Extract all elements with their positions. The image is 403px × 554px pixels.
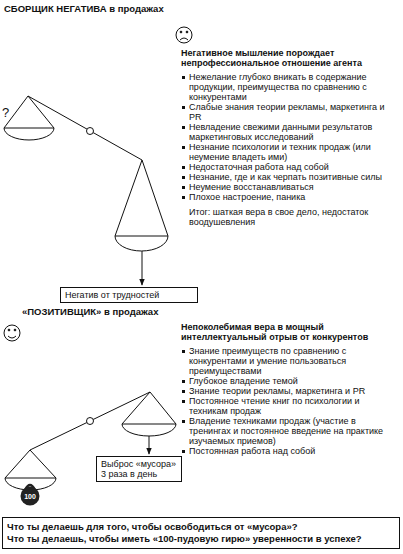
node-text: Негатив от трудностей xyxy=(65,290,193,300)
smiley-face xyxy=(4,325,20,341)
bullet-item: Владение техниками продаж (участие в тре… xyxy=(181,416,397,446)
bullet-item: Недостаточная работа над собой xyxy=(181,162,397,172)
summary-note: Итог: шаткая вера в свое дело, недостато… xyxy=(181,207,397,227)
bullet-item: Плохое настроение, паника xyxy=(181,192,397,202)
bullet-item: Неумение восстанавливаться xyxy=(181,182,397,192)
weight-number: 100 xyxy=(19,493,41,501)
bullet-item: Невладение свежими данными результатов м… xyxy=(181,122,397,142)
section-title: «ПОЗИТИВЩИК» в продажах xyxy=(22,306,158,317)
question-mark: ? xyxy=(2,106,9,120)
bullet-item: Нежелание глубоко вникать в содержание п… xyxy=(181,72,397,102)
text-column: Негативное мышление порождает непрофесси… xyxy=(181,48,397,227)
bullet-item: Постоянное чтение книг по психологии и т… xyxy=(181,396,397,416)
bullet-item: Знание теории рекламы, маркетинга и PR xyxy=(181,386,397,396)
bullet-item: Незнание психологии и техник продаж (или… xyxy=(181,142,397,162)
bullet-item: Знание преимуществ по сравнению с конкур… xyxy=(181,346,397,376)
bullet-item: Слабые знания теории рекламы, маркетинга… xyxy=(181,102,397,122)
bullet-item: Незнание, где и как черпать позитивные с… xyxy=(181,172,397,182)
node-text: Что ты делаешь для того, чтобы освободит… xyxy=(7,521,395,533)
sad-face xyxy=(176,27,192,43)
section-title: СБОРЩИК НЕГАТИВА в продажах xyxy=(4,3,164,14)
bullet-item: Глубокое владение темой xyxy=(181,376,397,386)
result-box: Негатив от трудностей xyxy=(60,287,198,303)
balance-scale xyxy=(5,392,176,490)
bullet-item: Постоянная работа над собой xyxy=(181,446,397,456)
column-heading: Негативное мышление порождает непрофесси… xyxy=(181,48,397,68)
column-heading: Непоколебимая вера в мощный интеллектуал… xyxy=(181,322,397,342)
weight-symbol: 100 xyxy=(19,480,41,506)
node-text: Выброс «мусора» 3 раза в день xyxy=(101,459,177,479)
node-text: Что ты делаешь, чтобы иметь «100-пудовую… xyxy=(7,533,395,545)
text-column: Непоколебимая вера в мощный интеллектуал… xyxy=(181,322,397,456)
result-box: Выброс «мусора» 3 раза в день xyxy=(96,456,182,482)
balance-scale xyxy=(4,96,168,285)
question-box: Что ты делаешь для того, чтобы освободит… xyxy=(2,517,400,549)
